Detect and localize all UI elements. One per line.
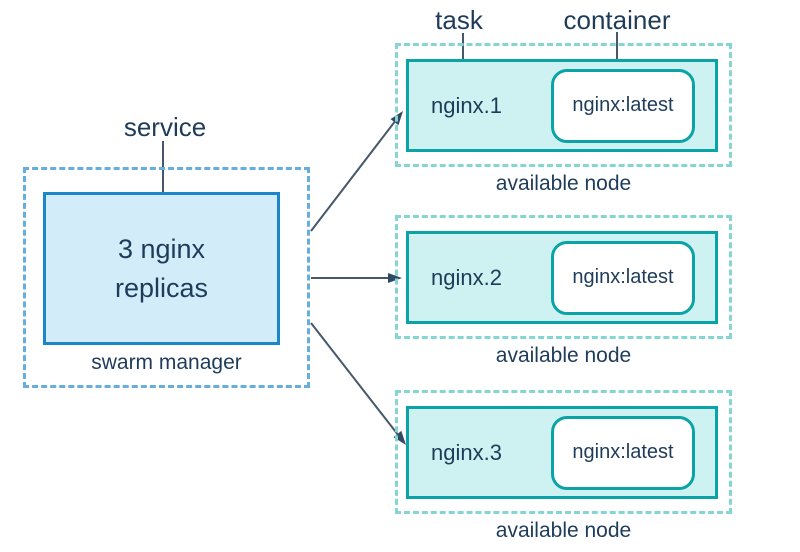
task-box-2: nginx.2 nginx:latest [406, 231, 718, 324]
swarm-manager-caption: swarm manager [91, 351, 242, 374]
service-box-text-line1: 3 nginx [117, 233, 206, 264]
available-node-group-1: nginx.1 nginx:latest available node [395, 43, 732, 196]
container-image-label: nginx:latest [572, 441, 674, 463]
task-box-3: nginx.3 nginx:latest [406, 406, 718, 499]
available-node-caption: available node [495, 344, 632, 367]
available-node-caption: available node [495, 519, 632, 542]
node-dotted-border-2: nginx.2 nginx:latest [395, 215, 732, 339]
task-label: task [435, 5, 483, 35]
container-image-label: nginx:latest [572, 94, 674, 116]
available-node-group-2: nginx.2 nginx:latest available node [395, 215, 732, 368]
available-node-caption: available node [495, 172, 632, 195]
arrow-to-node-3 [310, 322, 399, 435]
available-node-group-3: nginx.3 nginx:latest available node [395, 390, 732, 543]
container-label: container [563, 5, 671, 35]
arrow-to-node-1 [310, 121, 396, 232]
container-box: nginx:latest [551, 415, 695, 490]
task-name: nginx.2 [431, 264, 502, 290]
container-box: nginx:latest [551, 240, 695, 315]
container-box: nginx:latest [551, 68, 695, 143]
task-box-1: nginx.1 nginx:latest [406, 59, 718, 152]
task-name: nginx.1 [431, 92, 502, 118]
node-dotted-border-1: nginx.1 nginx:latest [395, 43, 732, 167]
service-box-text-line2: replicas [114, 272, 209, 303]
node-dotted-border-3: nginx.3 nginx:latest [395, 390, 732, 514]
container-image-label: nginx:latest [572, 266, 674, 288]
task-name: nginx.3 [431, 439, 502, 465]
swarm-manager-group: 3 nginx replicas swarm manager [23, 167, 310, 388]
service-label: service [123, 112, 207, 142]
service-box: 3 nginx replicas [43, 192, 280, 345]
